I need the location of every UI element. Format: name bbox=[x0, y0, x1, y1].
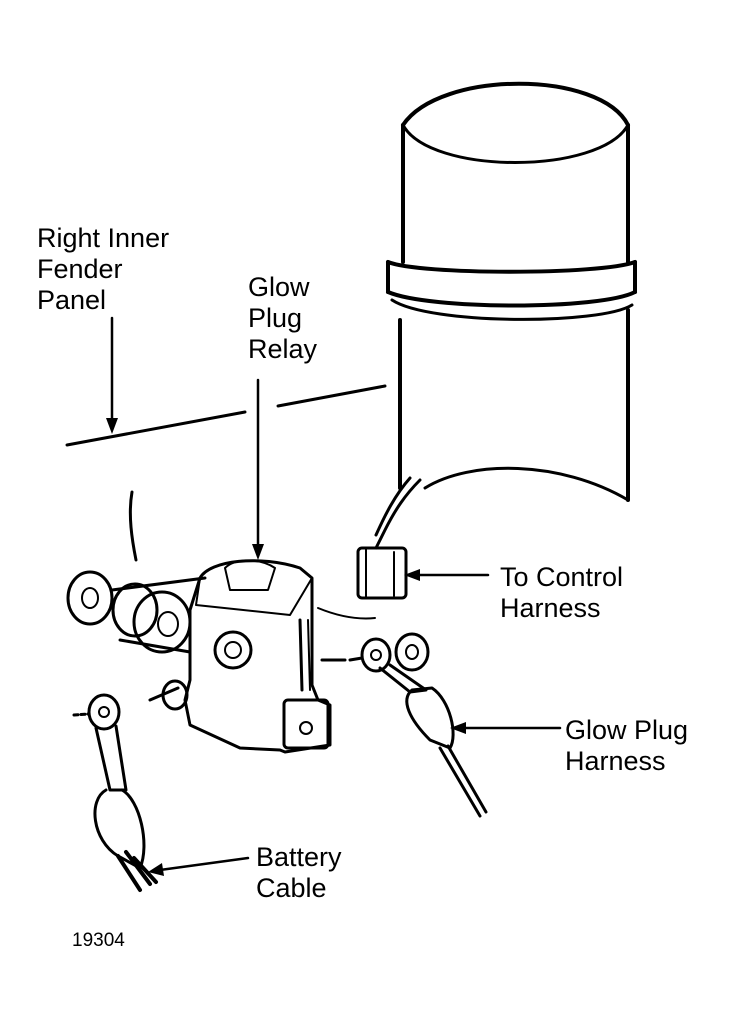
bottom-terminal-stud bbox=[148, 679, 189, 711]
cylinder-component bbox=[386, 81, 637, 502]
label-glow-plug-harness: Glow Plug Harness bbox=[565, 715, 688, 777]
control-harness-connector bbox=[317, 476, 422, 620]
label-line: Relay bbox=[248, 334, 318, 364]
label-line: Glow bbox=[248, 272, 310, 302]
label-line: Battery bbox=[256, 842, 342, 872]
label-line: Harness bbox=[500, 593, 601, 623]
figure-number: 19304 bbox=[72, 930, 125, 951]
stud-wire bbox=[128, 490, 138, 562]
label-line: Cable bbox=[256, 873, 327, 903]
label-line: Fender bbox=[37, 254, 123, 284]
left-terminal-hardware bbox=[66, 570, 207, 654]
label-to-control-harness: To Control Harness bbox=[500, 562, 623, 624]
arrow-heads bbox=[106, 418, 466, 876]
label-battery-cable: Battery Cable bbox=[256, 842, 342, 904]
label-line: Plug bbox=[248, 303, 303, 333]
label-glow-plug-relay: Glow Plug Relay bbox=[248, 272, 317, 365]
label-line: Panel bbox=[37, 285, 107, 315]
fender-panel-line bbox=[65, 384, 387, 447]
label-line: Right Inner bbox=[37, 223, 170, 253]
relay-body bbox=[183, 559, 347, 754]
battery-cable bbox=[72, 693, 158, 892]
label-line: Glow Plug bbox=[565, 715, 689, 745]
leader-arrows bbox=[110, 316, 562, 872]
glow-plug-harness-cable bbox=[348, 632, 488, 818]
label-right-inner-fender-panel: Right Inner Fender Panel bbox=[37, 223, 169, 316]
label-line: To Control bbox=[500, 562, 624, 592]
label-line: Harness bbox=[565, 746, 666, 776]
